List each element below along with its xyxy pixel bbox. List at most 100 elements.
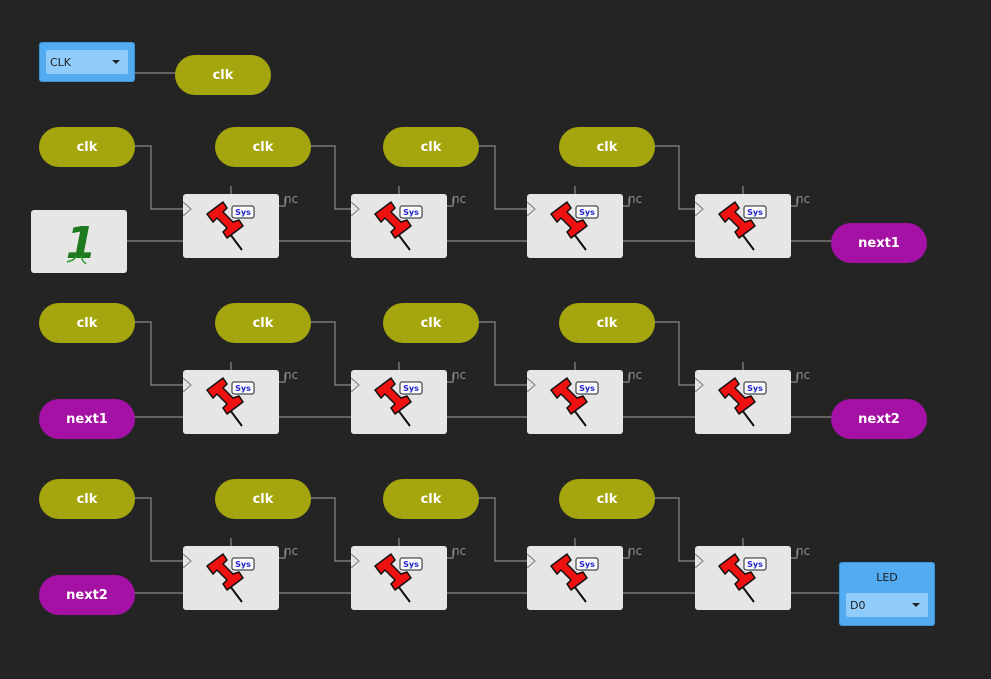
sys-badge-label: Sys	[747, 208, 763, 217]
sys-badge: Sys	[743, 205, 767, 219]
clk-tag[interactable]: clk	[215, 479, 311, 519]
sys-badge: Sys	[231, 557, 255, 571]
wire	[478, 497, 528, 562]
clk-tag[interactable]: clk	[39, 303, 135, 343]
clk-tag[interactable]: clk	[39, 127, 135, 167]
flipflop-block[interactable]: Sys	[527, 370, 623, 434]
next1-tag[interactable]: next1	[831, 223, 927, 263]
wire	[574, 538, 630, 559]
flipflop-block[interactable]: Sys	[183, 546, 279, 610]
chevron-down-icon	[912, 603, 920, 607]
nc-label: nc	[452, 192, 467, 206]
flipflop-block[interactable]: Sys	[351, 546, 447, 610]
flipflop-graphic: Sys	[351, 553, 423, 603]
flipflop-graphic: Sys	[183, 553, 255, 603]
pushpin-icon	[206, 201, 244, 251]
led-output-block[interactable]: LED D0	[839, 562, 935, 626]
nc-label: nc	[796, 368, 811, 382]
clk-tag[interactable]: clk	[175, 55, 271, 95]
pushpin-icon	[374, 553, 412, 603]
clk-tag[interactable]: clk	[383, 303, 479, 343]
clock-input-triangle	[351, 553, 360, 569]
sys-badge-label: Sys	[747, 560, 763, 569]
flipflop-block[interactable]: Sys	[527, 194, 623, 258]
next2-tag[interactable]: next2	[831, 399, 927, 439]
flipflop-graphic: Sys	[183, 201, 255, 251]
flipflop-block[interactable]: Sys	[183, 370, 279, 434]
wire	[742, 538, 798, 559]
nc-label: nc	[452, 368, 467, 382]
sys-badge-label: Sys	[747, 384, 763, 393]
nc-label: nc	[796, 544, 811, 558]
flipflop-graphic: Sys	[695, 377, 767, 427]
sys-badge-label: Sys	[235, 560, 251, 569]
wire	[398, 538, 454, 559]
pushpin-icon	[374, 377, 412, 427]
pushpin-icon	[374, 201, 412, 251]
clock-input-triangle	[183, 377, 192, 393]
clk-tag[interactable]: clk	[383, 479, 479, 519]
clock-input-triangle	[695, 553, 704, 569]
flipflop-block[interactable]: Sys	[527, 546, 623, 610]
clock-input-triangle	[527, 553, 536, 569]
clock-input-block[interactable]: CLK	[39, 42, 135, 82]
next2-tag[interactable]: next2	[39, 575, 135, 615]
nc-label: nc	[628, 368, 643, 382]
sys-badge-label: Sys	[579, 560, 595, 569]
clk-tag[interactable]: clk	[383, 127, 479, 167]
wire	[574, 186, 630, 207]
sys-badge: Sys	[575, 557, 599, 571]
constant-block[interactable]: 1	[31, 210, 127, 273]
wire	[398, 362, 454, 383]
clock-input-triangle	[527, 201, 536, 217]
flipflop-graphic: Sys	[351, 201, 423, 251]
pushpin-icon	[550, 201, 588, 251]
wire	[742, 186, 798, 207]
wire	[134, 321, 184, 386]
nc-label: nc	[284, 368, 299, 382]
wire	[478, 321, 528, 386]
clk-tag[interactable]: clk	[215, 303, 311, 343]
sys-badge: Sys	[743, 557, 767, 571]
flipflop-graphic: Sys	[527, 377, 599, 427]
led-pin-select[interactable]: D0	[846, 593, 928, 617]
flipflop-block[interactable]: Sys	[351, 370, 447, 434]
sys-badge: Sys	[399, 205, 423, 219]
wire	[398, 186, 454, 207]
clock-pin-select[interactable]: CLK	[46, 50, 128, 74]
clk-tag[interactable]: clk	[39, 479, 135, 519]
flipflop-block[interactable]: Sys	[695, 194, 791, 258]
nc-label: nc	[452, 544, 467, 558]
clk-tag[interactable]: clk	[559, 127, 655, 167]
sys-badge: Sys	[231, 381, 255, 395]
sys-badge-label: Sys	[235, 208, 251, 217]
clock-input-triangle	[351, 201, 360, 217]
flipflop-block[interactable]: Sys	[695, 546, 791, 610]
chevron-down-icon	[112, 60, 120, 64]
pushpin-icon	[718, 553, 756, 603]
flipflop-graphic: Sys	[527, 201, 599, 251]
wire	[230, 186, 286, 207]
flipflop-block[interactable]: Sys	[351, 194, 447, 258]
flipflop-graphic: Sys	[695, 553, 767, 603]
clock-input-triangle	[695, 201, 704, 217]
sys-badge: Sys	[575, 205, 599, 219]
clock-input-triangle	[695, 377, 704, 393]
nc-label: nc	[628, 192, 643, 206]
sys-badge-label: Sys	[403, 560, 419, 569]
sys-badge-label: Sys	[579, 208, 595, 217]
clk-tag[interactable]: clk	[559, 303, 655, 343]
next1-tag[interactable]: next1	[39, 399, 135, 439]
flipflop-graphic: Sys	[527, 553, 599, 603]
wire	[654, 321, 696, 386]
wire	[134, 145, 184, 210]
wire	[230, 362, 286, 383]
flipflop-graphic: Sys	[695, 201, 767, 251]
pushpin-icon	[550, 377, 588, 427]
sys-badge-label: Sys	[235, 384, 251, 393]
flipflop-block[interactable]: Sys	[695, 370, 791, 434]
clk-tag[interactable]: clk	[559, 479, 655, 519]
flipflop-block[interactable]: Sys	[183, 194, 279, 258]
clk-tag[interactable]: clk	[215, 127, 311, 167]
